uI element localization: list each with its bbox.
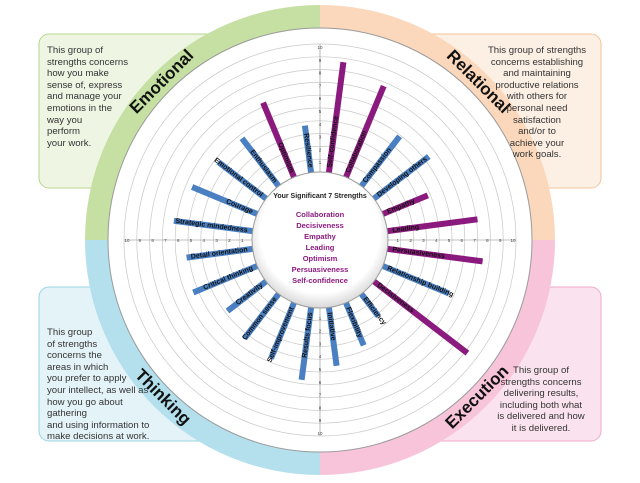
bar-courage xyxy=(190,184,259,217)
bar-optimism xyxy=(260,101,297,179)
scale-label: 4 xyxy=(319,122,322,127)
scale-label: 3 xyxy=(215,238,218,243)
thinking-arc xyxy=(85,240,320,475)
scale-label: 1 xyxy=(397,238,400,243)
scale-labels: 1 1 1 1 2 2 2 2 3 3 3 3 4 4 4 4 5 5 5 5 6 6 6 6 7 7 7 7 8 8 8 8 9 9 9 9 10 10… xyxy=(124,45,516,436)
center-hub xyxy=(251,171,389,309)
scale-label: 7 xyxy=(164,238,167,243)
bar-self-confidence xyxy=(325,61,347,173)
bar-collaboration xyxy=(343,84,387,179)
scale-label: 10 xyxy=(510,238,516,243)
bar-leading xyxy=(387,216,478,235)
scale-label: 9 xyxy=(139,238,142,243)
emotional-description: This group of strengths concerns how you… xyxy=(47,45,129,149)
bar-results-focus xyxy=(298,307,315,381)
execution-arc xyxy=(320,240,555,475)
scale-label: 2 xyxy=(228,238,231,243)
scale-label: 10 xyxy=(317,45,323,50)
bar-strategic-mindedness xyxy=(173,217,253,235)
scale-label: 1 xyxy=(319,316,322,321)
bar-developing-others xyxy=(372,154,431,201)
scale-label: 8 xyxy=(319,405,322,410)
bar-decisiveness xyxy=(372,279,470,356)
significant-strength: Persuasiveness xyxy=(292,265,349,274)
scale-label: 6 xyxy=(319,380,322,385)
bar-common-sense xyxy=(241,292,281,341)
scale-label: 7 xyxy=(473,238,476,243)
bar-efficiency xyxy=(359,292,381,319)
bar-relationship-building xyxy=(381,263,451,297)
scale-label: 1 xyxy=(319,160,322,165)
scale-label: 7 xyxy=(319,393,322,398)
scale-label: 2 xyxy=(409,238,412,243)
bar-persuasiveness xyxy=(387,245,483,265)
scale-label: 7 xyxy=(319,83,322,88)
scale-label: 1 xyxy=(241,238,244,243)
scale-label: 6 xyxy=(461,238,464,243)
scale-label: 9 xyxy=(499,238,502,243)
significant-strength: Optimism xyxy=(303,254,338,263)
scale-label: 9 xyxy=(319,58,322,63)
bar-flexibility xyxy=(343,301,367,347)
scale-label: 8 xyxy=(319,71,322,76)
bar-initiative xyxy=(325,307,340,367)
scale-label: 3 xyxy=(319,341,322,346)
scale-label: 5 xyxy=(190,238,193,243)
scale-label: 3 xyxy=(319,135,322,140)
execution-description: This group of strengths concerns deliver… xyxy=(497,365,585,434)
scale-label: 8 xyxy=(486,238,489,243)
emotional-arc xyxy=(85,5,320,240)
category-label: Resilience xyxy=(302,133,313,168)
bar-enthusiasm xyxy=(239,136,281,188)
bar-resilience xyxy=(301,125,315,173)
bar-self-improvement xyxy=(268,301,297,360)
thinking-description: This group of strengths concerns the are… xyxy=(47,327,150,443)
relational-description: This group of strengths concerns establi… xyxy=(487,45,587,161)
scale-label: 8 xyxy=(151,238,154,243)
scale-label: 10 xyxy=(124,238,130,243)
relational-arc xyxy=(320,5,555,240)
bar-critical-thinking xyxy=(192,263,259,296)
significant-strength: Decisiveness xyxy=(296,221,344,230)
category-label: Leading xyxy=(392,224,420,234)
significant-strengths-list: CollaborationDecisivenessEmpathyLeadingO… xyxy=(292,210,349,285)
scale-label: 6 xyxy=(177,238,180,243)
quadrant-ring xyxy=(85,5,555,475)
significant-strength: Collaboration xyxy=(296,210,345,219)
significant-strength: Empathy xyxy=(304,232,337,241)
scale-label: 3 xyxy=(422,238,425,243)
scale-label: 5 xyxy=(319,367,322,372)
scale-label: 10 xyxy=(317,431,323,436)
bar-detail-orientation xyxy=(186,245,253,261)
bar-empathy xyxy=(381,192,429,217)
bar-emotional-control xyxy=(216,159,268,201)
bar-creativity xyxy=(225,279,268,314)
category-label: Initiative xyxy=(326,312,337,341)
bar-compassion xyxy=(359,134,402,188)
scale-label: 5 xyxy=(319,109,322,114)
scale-label: 2 xyxy=(319,147,322,152)
center-heading: Your Significant 7 Strengths xyxy=(273,193,367,200)
scale-label: 5 xyxy=(448,238,451,243)
scale-label: 4 xyxy=(203,238,206,243)
scale-label: 4 xyxy=(319,354,322,359)
significant-strength: Leading xyxy=(306,243,335,252)
scale-label: 9 xyxy=(319,418,322,423)
significant-strength: Self-confidence xyxy=(292,276,348,285)
scale-label: 6 xyxy=(319,96,322,101)
scale-label: 4 xyxy=(435,238,438,243)
scale-label: 2 xyxy=(319,329,322,334)
